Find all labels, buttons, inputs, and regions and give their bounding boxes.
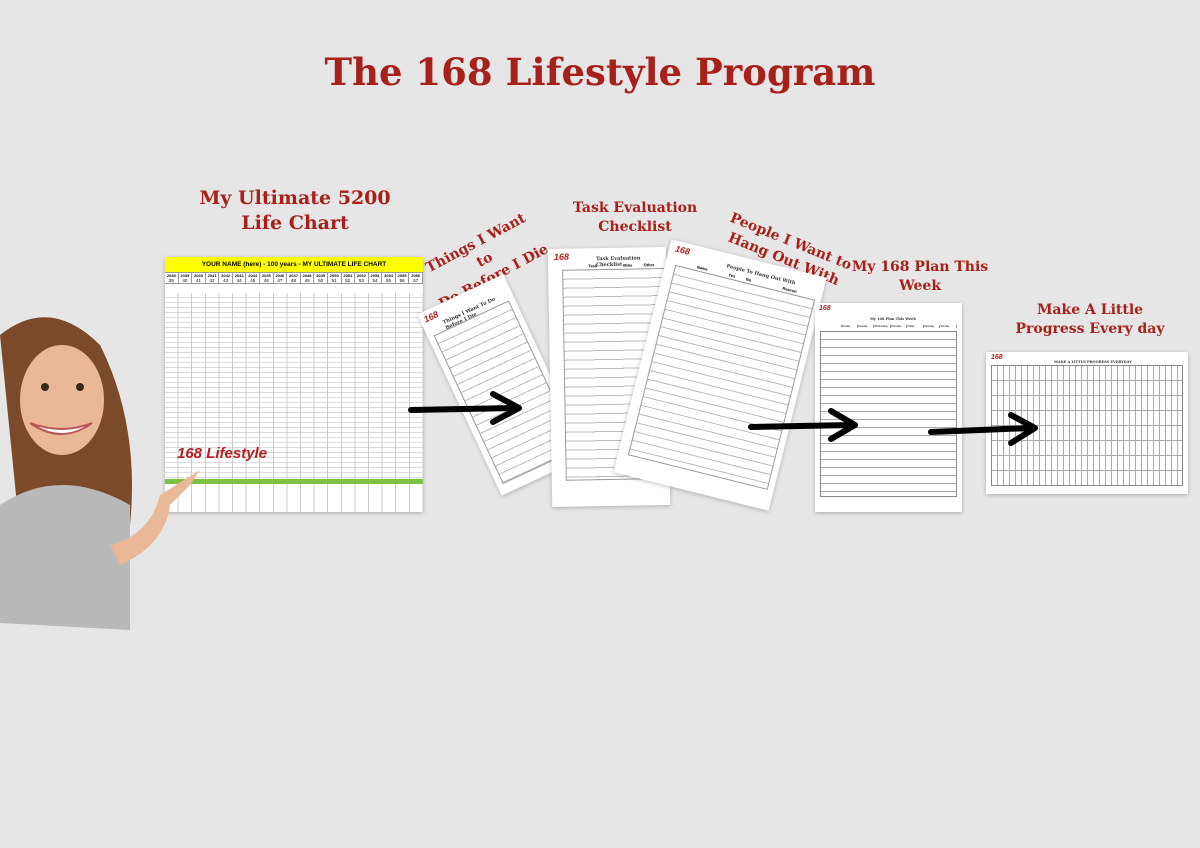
cell: 40 bbox=[179, 278, 193, 283]
cell: 2054 bbox=[382, 273, 396, 278]
cell: 47 bbox=[274, 278, 288, 283]
cell: 2046 bbox=[274, 273, 288, 278]
arrow-right-icon bbox=[928, 412, 1038, 446]
arrow-right-icon bbox=[408, 391, 522, 425]
cell: 43 bbox=[219, 278, 233, 283]
cell: 44 bbox=[233, 278, 247, 283]
cell: Sunday bbox=[940, 325, 958, 328]
label-line: My Ultimate 5200 bbox=[199, 187, 391, 209]
cell: 2038 bbox=[165, 273, 179, 278]
cell: 2039 bbox=[179, 273, 193, 278]
cell: 55 bbox=[382, 278, 396, 283]
cell: 2050 bbox=[328, 273, 342, 278]
label-line: My 168 Plan This bbox=[851, 259, 989, 275]
life-chart-header: YOUR NAME (here) - 100 years - MY ULTIMA… bbox=[165, 257, 423, 273]
life-chart-logo: 168 Lifestyle bbox=[177, 445, 267, 462]
label-line: Make A Little bbox=[1036, 302, 1144, 318]
cell: Monday bbox=[841, 325, 858, 328]
cell: 57 bbox=[409, 278, 423, 283]
label-line: Progress Every day bbox=[1015, 321, 1165, 337]
label-line: Week bbox=[898, 278, 942, 294]
cell: 56 bbox=[396, 278, 410, 283]
doc-logo: 168 bbox=[819, 305, 831, 312]
cell: 48 bbox=[287, 278, 301, 283]
label-line: Checklist bbox=[598, 219, 672, 235]
doc-logo: 168 bbox=[422, 309, 440, 325]
doc-table bbox=[627, 264, 816, 490]
cell: 54 bbox=[369, 278, 383, 283]
smiling-woman-pointing-image bbox=[0, 317, 200, 630]
logo-text: 168 Lifestyle bbox=[177, 445, 268, 462]
cell: Saturday bbox=[924, 325, 941, 328]
life-grid-columns bbox=[165, 293, 423, 512]
cell: 2043 bbox=[233, 273, 247, 278]
cell: 2048 bbox=[301, 273, 315, 278]
cell: 2053 bbox=[369, 273, 383, 278]
cell: 51 bbox=[328, 278, 342, 283]
life-chart-document: YOUR NAME (here) - 100 years - MY ULTIMA… bbox=[165, 257, 423, 512]
cell: 46 bbox=[260, 278, 274, 283]
cell: 2042 bbox=[219, 273, 233, 278]
col: Other bbox=[643, 262, 655, 268]
label-line: Life Chart bbox=[241, 212, 349, 234]
cell: 2041 bbox=[206, 273, 220, 278]
cell: 2055 bbox=[396, 273, 410, 278]
cell: 39 bbox=[165, 278, 179, 283]
doc-title: My 168 Plan This Week bbox=[870, 317, 916, 321]
cell: 42 bbox=[206, 278, 220, 283]
cell: 2049 bbox=[314, 273, 328, 278]
highlight-row bbox=[165, 479, 423, 484]
cell: 45 bbox=[246, 278, 261, 283]
cell: 2044 bbox=[246, 273, 261, 278]
doc-table bbox=[820, 331, 957, 497]
cell: Friday bbox=[907, 325, 924, 328]
cell: 2052 bbox=[355, 273, 369, 278]
cell: 41 bbox=[192, 278, 206, 283]
cell: Tuesday bbox=[858, 325, 875, 328]
cell: Wednesday bbox=[874, 325, 891, 328]
cell: 50 bbox=[314, 278, 328, 283]
cell: 2056 bbox=[409, 273, 423, 278]
doc-title: MAKE A LITTLE PROGRESS EVERYDAY bbox=[1054, 360, 1132, 364]
cell: 2051 bbox=[342, 273, 356, 278]
arrow-right-icon bbox=[748, 408, 858, 442]
cell: Thursday bbox=[891, 325, 908, 328]
doc-logo: 168 bbox=[991, 354, 1003, 361]
label-line: Task Evaluation bbox=[572, 200, 698, 216]
cell: 49 bbox=[301, 278, 315, 283]
cell: 53 bbox=[355, 278, 369, 283]
cell: 2045 bbox=[260, 273, 274, 278]
doc-logo: 168 bbox=[553, 251, 570, 262]
cell: 2047 bbox=[287, 273, 301, 278]
page-title: The 168 Lifestyle Program bbox=[324, 50, 876, 94]
cell: 2040 bbox=[192, 273, 206, 278]
col: Mine bbox=[623, 262, 633, 268]
doc-logo: 168 bbox=[674, 243, 692, 257]
cell: 52 bbox=[342, 278, 356, 283]
